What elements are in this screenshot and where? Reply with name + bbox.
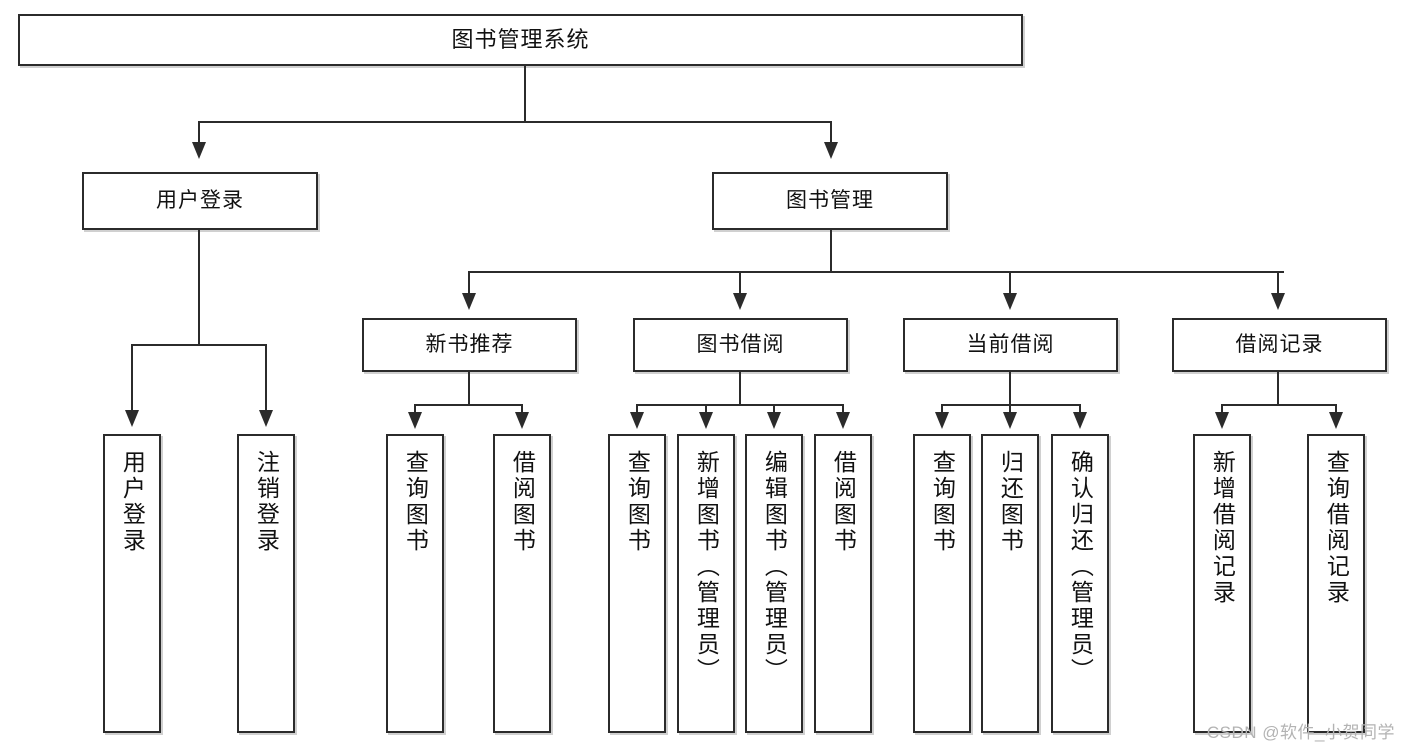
node-user-login[interactable]: 用户登录 bbox=[82, 172, 318, 230]
arrow-to-leaf-confirm-return bbox=[1073, 412, 1087, 429]
arrow-to-book-manage bbox=[824, 142, 838, 159]
connector-cb-drop-1 bbox=[941, 404, 943, 414]
arrow-to-leaf-add-book bbox=[699, 412, 713, 429]
node-label: 借阅图书 bbox=[509, 450, 536, 554]
arrow-to-leaf-query-book-3 bbox=[935, 412, 949, 429]
connector-br-drop-1 bbox=[1221, 404, 1223, 414]
connector-bm-drop-3 bbox=[1009, 271, 1011, 295]
arrow-to-book-borrow bbox=[733, 293, 747, 310]
node-leaf-return-book[interactable]: 归还图书 bbox=[981, 434, 1039, 733]
connector-user-login-drop-1 bbox=[131, 344, 133, 412]
arrow-to-leaf-user-login bbox=[125, 410, 139, 427]
arrow-to-current-borrow bbox=[1003, 293, 1017, 310]
connector-cb-bus bbox=[941, 404, 1081, 406]
connector-nbr-drop-2 bbox=[521, 404, 523, 414]
connector-bb-bus bbox=[636, 404, 844, 406]
connector-bb-stem bbox=[739, 372, 741, 405]
node-label: 新增借阅记录 bbox=[1209, 450, 1236, 606]
connector-nbr-stem bbox=[468, 372, 470, 405]
node-label: 注销登录 bbox=[253, 450, 280, 554]
node-label: 当前借阅 bbox=[966, 332, 1055, 356]
connector-bm-drop-4 bbox=[1277, 271, 1279, 295]
connector-bb-drop-4 bbox=[842, 404, 844, 414]
connector-nbr-drop-1 bbox=[414, 404, 416, 414]
node-leaf-query-book-2[interactable]: 查询图书 bbox=[608, 434, 666, 733]
node-label: 图书借阅 bbox=[696, 332, 785, 356]
connector-user-login-bus bbox=[131, 344, 266, 346]
arrow-to-leaf-borrow-book-2 bbox=[836, 412, 850, 429]
connector-user-login-stem bbox=[198, 230, 200, 345]
arrow-to-leaf-edit-book bbox=[767, 412, 781, 429]
arrow-to-leaf-query-book-2 bbox=[630, 412, 644, 429]
node-label: 用户登录 bbox=[119, 450, 146, 554]
node-book-borrow[interactable]: 图书借阅 bbox=[633, 318, 848, 372]
arrow-to-leaf-query-book-1 bbox=[408, 412, 422, 429]
connector-bb-drop-1 bbox=[636, 404, 638, 414]
node-leaf-borrow-book-1[interactable]: 借阅图书 bbox=[493, 434, 551, 733]
connector-br-stem bbox=[1277, 372, 1279, 405]
connector-cb-stem bbox=[1009, 372, 1011, 405]
connector-cb-drop-2 bbox=[1009, 404, 1011, 414]
node-label: 新增图书（管理员） bbox=[693, 450, 720, 684]
node-leaf-query-book-1[interactable]: 查询图书 bbox=[386, 434, 444, 733]
node-leaf-user-login[interactable]: 用户登录 bbox=[103, 434, 161, 733]
connector-user-login-drop-2 bbox=[265, 344, 267, 412]
node-label: 查询图书 bbox=[402, 450, 429, 554]
connector-root-drop-left bbox=[198, 121, 200, 144]
connector-root-stem bbox=[524, 66, 526, 122]
node-label: 用户登录 bbox=[156, 188, 244, 212]
node-leaf-logout[interactable]: 注销登录 bbox=[237, 434, 295, 733]
node-label: 查询图书 bbox=[929, 450, 956, 554]
node-label: 图书管理 bbox=[786, 188, 874, 212]
connector-bb-drop-3 bbox=[773, 404, 775, 414]
node-leaf-add-record[interactable]: 新增借阅记录 bbox=[1193, 434, 1251, 733]
node-leaf-query-record[interactable]: 查询借阅记录 bbox=[1307, 434, 1365, 733]
node-leaf-add-book[interactable]: 新增图书（管理员） bbox=[677, 434, 735, 733]
connector-book-manage-stem bbox=[830, 230, 832, 272]
connector-bm-drop-1 bbox=[468, 271, 470, 295]
connector-bm-drop-2 bbox=[739, 271, 741, 295]
node-label: 确认归还（管理员） bbox=[1067, 450, 1094, 684]
arrow-to-leaf-add-record bbox=[1215, 412, 1229, 429]
node-label: 新书推荐 bbox=[425, 332, 514, 356]
connector-root-bus bbox=[198, 121, 832, 123]
arrow-to-user-login bbox=[192, 142, 206, 159]
node-leaf-edit-book[interactable]: 编辑图书（管理员） bbox=[745, 434, 803, 733]
node-leaf-borrow-book-2[interactable]: 借阅图书 bbox=[814, 434, 872, 733]
arrow-to-leaf-query-record bbox=[1329, 412, 1343, 429]
connector-cb-drop-3 bbox=[1079, 404, 1081, 414]
arrow-to-new-book-rec bbox=[462, 293, 476, 310]
connector-br-drop-2 bbox=[1335, 404, 1337, 414]
connector-br-bus bbox=[1221, 404, 1337, 406]
node-label: 借阅记录 bbox=[1235, 332, 1324, 356]
arrow-to-leaf-logout bbox=[259, 410, 273, 427]
node-label: 图书管理系统 bbox=[451, 27, 590, 53]
node-label: 查询图书 bbox=[624, 450, 651, 554]
node-leaf-confirm-return[interactable]: 确认归还（管理员） bbox=[1051, 434, 1109, 733]
node-book-manage[interactable]: 图书管理 bbox=[712, 172, 948, 230]
connector-book-manage-bus bbox=[468, 271, 1284, 273]
node-label: 借阅图书 bbox=[830, 450, 857, 554]
node-leaf-query-book-3[interactable]: 查询图书 bbox=[913, 434, 971, 733]
connector-bb-drop-2 bbox=[705, 404, 707, 414]
arrow-to-leaf-borrow-book-1 bbox=[515, 412, 529, 429]
node-label: 查询借阅记录 bbox=[1323, 450, 1350, 606]
connector-root-drop-right bbox=[830, 121, 832, 144]
arrow-to-leaf-return-book bbox=[1003, 412, 1017, 429]
connector-nbr-bus bbox=[414, 404, 523, 406]
node-label: 归还图书 bbox=[997, 450, 1024, 554]
node-label: 编辑图书（管理员） bbox=[761, 450, 788, 684]
node-new-book-rec[interactable]: 新书推荐 bbox=[362, 318, 577, 372]
arrow-to-borrow-record bbox=[1271, 293, 1285, 310]
node-borrow-record[interactable]: 借阅记录 bbox=[1172, 318, 1387, 372]
node-current-borrow[interactable]: 当前借阅 bbox=[903, 318, 1118, 372]
node-root-system[interactable]: 图书管理系统 bbox=[18, 14, 1023, 66]
